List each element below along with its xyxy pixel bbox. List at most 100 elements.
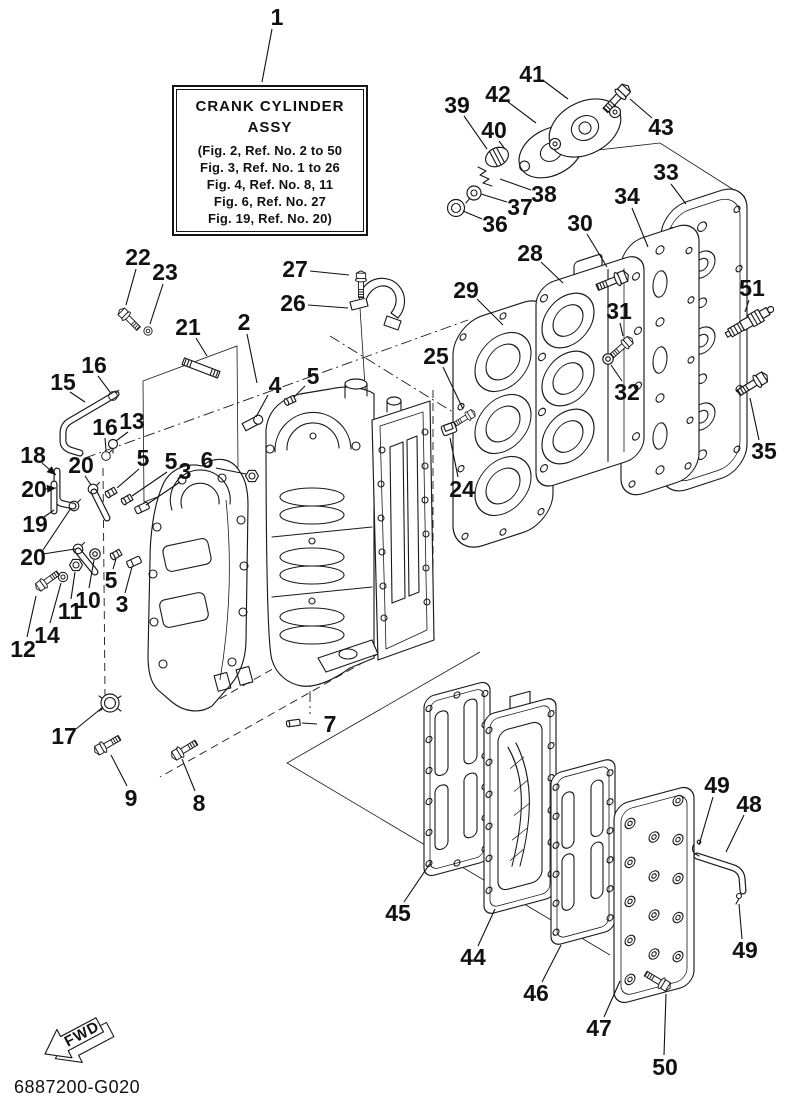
exhaust-cover-stack	[423, 681, 747, 1004]
exhaust-gasket-46	[550, 759, 616, 945]
leader-line-46	[541, 944, 562, 983]
callout-13: 13	[119, 408, 145, 434]
leader-arrowhead	[46, 484, 56, 493]
leader-arrowhead	[46, 466, 56, 475]
leader-line-3	[145, 481, 181, 506]
callout-35: 35	[751, 438, 777, 464]
leader-line-20	[42, 507, 72, 551]
callout-5: 5	[137, 445, 150, 471]
callout-7: 7	[324, 711, 337, 737]
thermostat-valve	[465, 185, 482, 204]
leader-line-11	[70, 571, 76, 600]
callout-5: 5	[105, 567, 118, 593]
thermostat-assembly	[446, 80, 634, 218]
callout-3: 3	[116, 591, 129, 617]
callout-26: 26	[280, 290, 306, 316]
callout-47: 47	[586, 1015, 612, 1041]
leader-line-38	[499, 178, 532, 191]
cylinder-block	[147, 270, 435, 712]
callout-31: 31	[606, 298, 632, 324]
grommet-17	[98, 693, 122, 713]
assembly-ref-line: (Fig. 2, Ref. No. 2 to 50	[197, 143, 343, 158]
callout-37: 37	[507, 194, 533, 220]
assembly-ref-line: Fig. 3, Ref. No. 1 to 26	[200, 160, 340, 175]
callout-20: 20	[68, 452, 94, 478]
cylinder-head-stack	[440, 188, 775, 548]
leader-line-10	[88, 559, 95, 589]
stud-21	[181, 357, 221, 379]
callout-46: 46	[523, 980, 549, 1006]
assembly-ref-line: Fig. 6, Ref. No. 27	[213, 194, 327, 209]
leader-line-16	[104, 437, 107, 451]
pin-13	[107, 438, 119, 454]
leader-line-40	[498, 140, 506, 150]
leader-line-8	[181, 758, 196, 792]
leader-line-33	[670, 183, 687, 205]
thermostat-cover	[548, 98, 622, 158]
crankcase-half	[147, 458, 254, 712]
leader-line-32	[610, 364, 623, 382]
leader-line-6	[215, 467, 247, 475]
callout-11: 11	[58, 598, 83, 624]
callout-49: 49	[732, 937, 758, 963]
exhaust-inner-cover-44	[483, 690, 557, 914]
callout-28: 28	[517, 240, 543, 266]
callout-20: 20	[20, 544, 46, 570]
callout-38: 38	[531, 181, 557, 207]
leader-line-31	[619, 322, 624, 337]
leader-line-4	[255, 394, 269, 418]
callout-25: 25	[423, 343, 449, 369]
leader-line-17	[75, 706, 104, 730]
callout-41: 41	[519, 61, 545, 87]
callout-4: 4	[269, 372, 282, 398]
hose-bracket-26	[349, 277, 406, 331]
callout-8: 8	[193, 790, 206, 816]
leader-line-5	[112, 558, 117, 570]
callout-32: 32	[614, 379, 640, 405]
callout-29: 29	[453, 277, 479, 303]
leader-line-29	[476, 298, 504, 326]
leader-line-5	[293, 385, 306, 398]
leader-line-14	[49, 582, 62, 624]
leader-line-49	[738, 903, 743, 940]
leader-line-48	[725, 814, 745, 853]
spark-plug-51	[724, 305, 775, 338]
leader-line-44	[477, 908, 496, 947]
leader-line-20	[42, 548, 76, 555]
leader-line-5	[116, 468, 140, 489]
callout-40: 40	[481, 117, 507, 143]
leader-line-42	[507, 101, 537, 124]
assembly-ref-line: Fig. 19, Ref. No. 20)	[207, 211, 333, 226]
callout-5: 5	[307, 363, 320, 389]
leader-line-2	[246, 333, 258, 384]
thermostat-spring	[477, 166, 493, 187]
leader-line-34	[631, 207, 649, 248]
leader-line-37	[480, 193, 508, 203]
assembly-ref-line: Fig. 4, Ref. No. 8, 11	[206, 177, 334, 192]
thermostat-seal	[446, 198, 466, 218]
leader-line-49	[698, 796, 714, 846]
callout-48: 48	[736, 791, 762, 817]
callout-21: 21	[175, 314, 201, 340]
callout-36: 36	[482, 211, 508, 237]
leader-line-43	[629, 98, 653, 119]
leader-line-51	[744, 299, 750, 313]
callout-16: 16	[81, 352, 107, 378]
leader-line-3	[124, 566, 133, 594]
leader-line-9	[110, 754, 128, 787]
leader-line-15	[69, 391, 86, 403]
callout-20: 20	[21, 476, 47, 502]
leader-line-20	[84, 475, 92, 486]
diagram-code: 6887200-G020	[14, 1077, 141, 1097]
leader-line-41	[543, 80, 569, 100]
callout-3: 3	[179, 458, 192, 484]
callout-12: 12	[10, 636, 36, 662]
leader-line-1	[261, 28, 273, 83]
exhaust-outer-cover-47	[613, 786, 695, 1004]
callout-17: 17	[51, 723, 77, 749]
leader-line-47	[603, 980, 621, 1018]
callout-42: 42	[485, 81, 511, 107]
callout-18: 18	[20, 442, 46, 468]
callout-6: 6	[201, 447, 214, 473]
